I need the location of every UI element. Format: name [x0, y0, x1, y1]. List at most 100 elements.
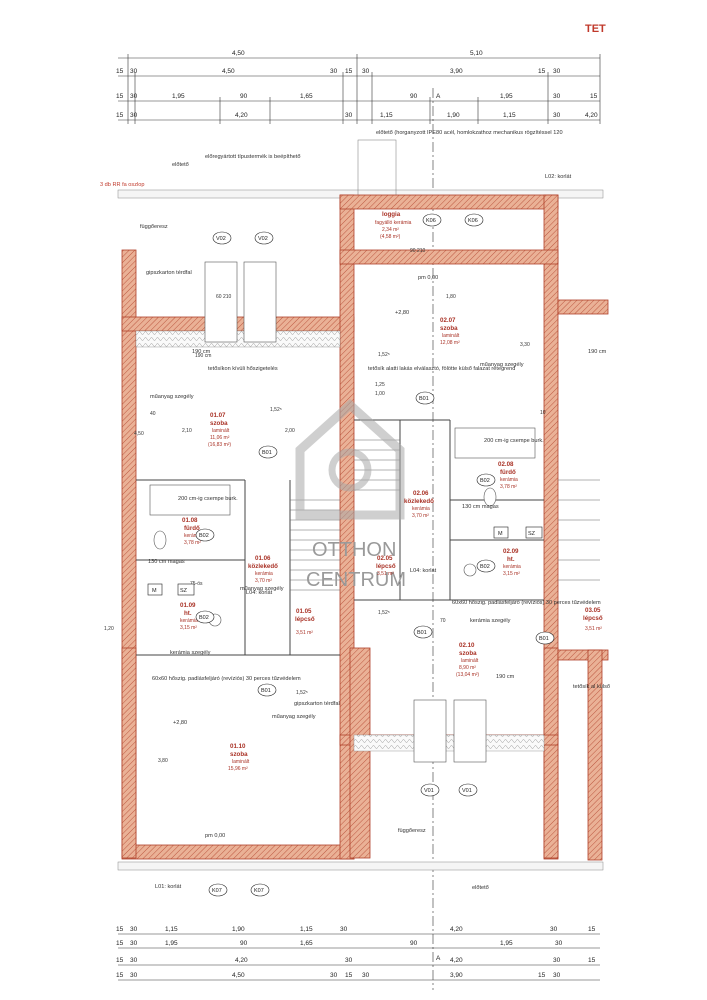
dim-bot-2-3: 90 [240, 940, 248, 947]
dim-75-es: 75-ös [190, 581, 203, 587]
dim-bot-2-5: 90 [410, 940, 418, 947]
annotation-keramia-1: kerámia szegély [170, 650, 211, 656]
top-dimension-chains [118, 57, 600, 121]
annotation-pm-top: pm 0,00 [418, 275, 438, 281]
dim-152c: 1,52⁵ [378, 610, 390, 616]
dim-top-4-3: 30 [345, 112, 353, 119]
room-0106-floor: kerámia [255, 571, 273, 577]
dim-top-3-0: 15 [116, 93, 124, 100]
annotation-l01: L01: korlát [155, 884, 182, 890]
tag-b02d: B02 [480, 564, 490, 570]
room-0208-name: fürdő [500, 469, 516, 476]
tag-sz-right: SZ [528, 531, 536, 537]
dim-bot-4-5: 30 [362, 972, 370, 979]
axis-a-top-label: A [436, 93, 441, 100]
dim-bot-4-4: 15 [345, 972, 353, 979]
room-0206-id: 02.06 [413, 490, 429, 497]
room-0210-id: 02.10 [459, 642, 475, 649]
dim-90-210: 90 210 [410, 248, 426, 254]
roof-insulation-right [353, 734, 545, 752]
annotation-gipszkarton-right: gipszkarton térdfal [294, 701, 340, 707]
annotation-mukanyag-3: műanyag szegély [240, 586, 284, 592]
dim-bot-2-2: 1,95 [165, 940, 178, 947]
dim-top-3-6: 1,95 [500, 93, 513, 100]
dim-180: 1,80 [446, 294, 456, 300]
dim-top-2-0: 15 [116, 68, 124, 75]
tag-b01c: B01 [417, 630, 427, 636]
annotation-190-right: 190 cm [588, 349, 607, 355]
tag-k06a: K06 [426, 218, 436, 224]
dim-top-3-8: 15 [590, 93, 598, 100]
dim-top-4-7: 30 [553, 112, 561, 119]
annotation-190-bottom: 190 cm [496, 674, 515, 680]
annotation-l04-left: L04: korlát [246, 590, 273, 596]
dim-bot-2-1: 30 [130, 940, 138, 947]
dim-top-3-2: 1,95 [172, 93, 185, 100]
annotation-mukanyag-4: műanyag szegély [272, 714, 316, 720]
dim-top-2-5: 30 [362, 68, 370, 75]
dim-bot-1-1: 30 [130, 926, 138, 933]
dim-330: 3,30 [520, 342, 530, 348]
dim-380: 3,80 [158, 758, 168, 764]
bathroom-fixtures [149, 427, 536, 627]
tag-b02c: B02 [199, 615, 209, 621]
room-0105-id: 01.05 [296, 608, 312, 615]
dim-top-2-4: 15 [345, 68, 353, 75]
dim-bot-1-4: 1,15 [300, 926, 313, 933]
roof-insulation-left [135, 330, 341, 348]
dim-bot-4-6: 3,90 [450, 972, 463, 979]
dim-152d: 1,52⁵ [296, 690, 308, 696]
annotation-190-left: 190 cm [192, 349, 211, 355]
walls [121, 194, 609, 861]
tag-b02a: B02 [199, 533, 209, 539]
tag-sz-left: SZ [180, 588, 188, 594]
drawing-title: TET [585, 23, 606, 35]
dim-top-2-1: 30 [130, 68, 138, 75]
tag-m-right: M [498, 531, 503, 537]
annotation-csempe-1: 200 cm-ig csempe burk. [178, 496, 238, 502]
annotation-rr-oszlop: 3 db RR fa oszlop [100, 182, 144, 188]
room-0207-name: szoba [440, 325, 458, 332]
dim-bot-3-1: 30 [130, 957, 138, 964]
dim-152a: 1,52⁵ [270, 407, 282, 413]
dim-10: 10 [540, 410, 546, 416]
room-0209-id: 02.09 [503, 548, 519, 555]
stairs [290, 439, 600, 591]
dim-bot-2-0: 15 [116, 940, 124, 947]
dim-bot-3-6: 15 [588, 957, 596, 964]
tag-b01d: B01 [261, 688, 271, 694]
annotation-pm-bottom: pm 0,00 [205, 833, 225, 839]
room-loggia-area2: (4,58 m²) [380, 234, 401, 240]
tag-m-left: M [152, 588, 157, 594]
dim-top-4-6: 1,15 [503, 112, 516, 119]
annotation-fuggoeresz-top: függőeresz [140, 224, 168, 230]
dim-bot-1-5: 30 [340, 926, 348, 933]
room-0205-name: lépcső [376, 563, 396, 570]
room-0205-id: 02.05 [377, 555, 393, 562]
axis-a-bottom-label: A [436, 955, 441, 962]
dim-top-2-8: 30 [553, 68, 561, 75]
dim-bot-1-2: 1,15 [165, 926, 178, 933]
dim-bot-1-0: 15 [116, 926, 124, 933]
room-0305-id: 03.05 [585, 607, 601, 614]
tag-v01b: V01 [462, 788, 472, 794]
dim-top-3-5: 90 [410, 93, 418, 100]
annotation-tetosik-right: tetősík al külső [573, 684, 610, 690]
dim-152b: 1,52⁵ [378, 352, 390, 358]
room-0109-area: 3,15 m² [180, 625, 197, 631]
bottom-dimension-chains [118, 933, 600, 981]
room-0108-id: 01.08 [182, 517, 198, 524]
room-0108-floor: kerámia [184, 533, 202, 539]
dim-125: 1,25 [375, 382, 385, 388]
dim-60-210: 60 210 [216, 294, 232, 300]
room-0106-area: 3,70 m² [255, 578, 272, 584]
room-0305-area: 3,51 m² [585, 626, 602, 632]
room-0210-floor: laminált [461, 658, 479, 664]
annotation-eloteto-left: előtető [172, 162, 189, 168]
annotation-280-top: +2,80 [395, 310, 409, 316]
room-loggia-sub: fagyálló kerámia [375, 220, 412, 226]
room-0106-name: közlekedő [248, 563, 278, 570]
dim-bot-4-2: 4,50 [232, 972, 245, 979]
annotation-280-bottom: +2,80 [173, 720, 187, 726]
